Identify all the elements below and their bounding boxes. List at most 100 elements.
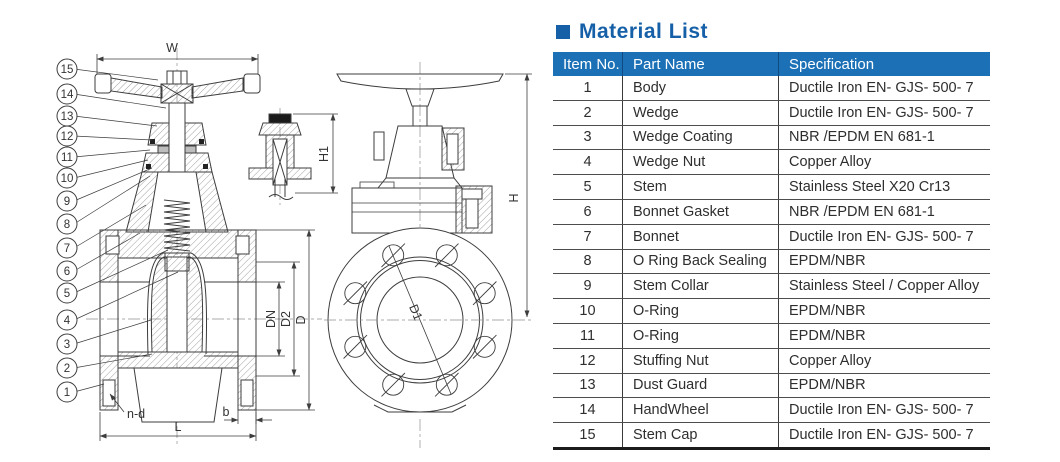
cell-part-name: Dust Guard	[623, 373, 779, 398]
dimension-D: D	[256, 229, 315, 411]
hub	[405, 88, 435, 107]
callout-number: 9	[64, 196, 70, 208]
callout-number: 13	[61, 111, 74, 123]
callout-number: 15	[61, 64, 74, 76]
cell-part-name: Body	[623, 76, 779, 100]
cell-part-name: Bonnet	[623, 224, 779, 249]
callout-number: 12	[61, 131, 74, 143]
callout-leader-line	[73, 232, 141, 272]
cell-item-no: 2	[553, 100, 623, 125]
wedge-nut-part	[164, 252, 190, 272]
cell-part-name: Wedge	[623, 100, 779, 125]
callout-leader-line	[73, 93, 167, 109]
callout-number: 3	[64, 339, 70, 351]
o-ring-part	[146, 164, 151, 169]
callout-number: 7	[64, 243, 70, 255]
callout-leader-line	[73, 68, 159, 81]
cell-item-no: 15	[553, 423, 623, 447]
callout-leader-line	[73, 135, 153, 141]
callout-circle-7	[56, 237, 78, 259]
cell-item-no: 10	[553, 299, 623, 323]
svg-text:H1: H1	[317, 146, 331, 162]
svg-text:D1: D1	[406, 302, 425, 322]
cell-item-no: 13	[553, 373, 623, 398]
dimension-W: W	[96, 41, 259, 74]
cell-part-name: Stem	[623, 175, 779, 199]
cell-item-no: 14	[553, 398, 623, 423]
cell-specification: NBR /EPDM EN 681-1	[789, 203, 935, 220]
cell-specification: EPDM/NBR	[789, 303, 866, 320]
callout-number: 8	[64, 219, 70, 231]
callout-number: 5	[64, 288, 70, 300]
callout-circle-8	[56, 213, 78, 235]
label-n-d: n-d	[109, 393, 145, 421]
dimension-D2: D2	[256, 261, 300, 377]
flange-bolt-hole	[240, 379, 254, 407]
callout-leader-line	[73, 271, 179, 321]
cell-item-no: 8	[553, 249, 623, 274]
wedge-part	[146, 252, 208, 355]
cell-specification: Copper Alloy	[789, 352, 872, 369]
stem-cap-detail-view: H1	[248, 108, 338, 205]
cell-item-no: 4	[553, 150, 623, 175]
cell-part-name: Stem Collar	[623, 274, 779, 299]
square-bullet-icon	[556, 25, 570, 39]
svg-text:b: b	[223, 405, 230, 419]
callout-circle-1	[56, 381, 78, 403]
callout-circle-11	[56, 146, 78, 168]
bolt-holes	[343, 243, 497, 397]
section-title: Material List	[556, 20, 708, 44]
cell-part-name: Wedge Nut	[623, 150, 779, 175]
cell-specification: Ductile Iron EN- GJS- 500- 7	[789, 228, 974, 245]
technical-drawing: W DN D2 D L b	[56, 41, 534, 448]
cell-part-name: Stem Cap	[623, 423, 779, 447]
callout-number: 14	[61, 89, 74, 101]
bonnet-part	[125, 171, 229, 233]
callout-leader-line	[73, 175, 151, 225]
cell-specification: EPDM/NBR	[789, 253, 866, 270]
handwheel	[94, 70, 261, 104]
callout-number: 1	[64, 387, 70, 399]
callout-leader-line	[73, 149, 151, 158]
valve-body-part	[99, 229, 257, 423]
section-title-text: Material List	[579, 20, 709, 43]
bonnet-bolt	[235, 235, 250, 255]
svg-text:D: D	[294, 315, 308, 324]
svg-text:DN: DN	[264, 310, 278, 328]
cell-part-name: Bonnet Gasket	[623, 199, 779, 224]
callout-circle-6	[56, 260, 78, 282]
svg-text:H: H	[507, 193, 521, 202]
dimension-b: b	[223, 405, 272, 424]
cell-specification: Stainless Steel / Copper Alloy	[789, 278, 980, 295]
callout-circle-12	[56, 125, 78, 147]
callout-circle-2	[56, 357, 78, 379]
callout-circle-3	[56, 333, 78, 355]
svg-text:L: L	[175, 420, 182, 434]
dimension-DN: DN	[256, 281, 285, 357]
rubber-cap	[268, 113, 292, 124]
o-ring-part	[203, 164, 208, 169]
gate-valve-section-view: W DN D2 D L b	[56, 41, 322, 446]
callout-number: 11	[61, 152, 73, 164]
cell-specification: Stainless Steel X20 Cr13	[789, 179, 951, 196]
callout-number: 6	[64, 266, 70, 278]
callout-circle-10	[56, 167, 78, 189]
cell-item-no: 3	[553, 125, 623, 150]
svg-text:W: W	[166, 41, 178, 55]
callout-leader-line	[73, 204, 147, 249]
cell-specification: EPDM/NBR	[789, 377, 866, 394]
cell-item-no: 6	[553, 199, 623, 224]
header-item-no: Item No.	[553, 52, 623, 76]
cell-part-name: O-Ring	[623, 323, 779, 348]
callout-circle-5	[56, 282, 78, 304]
